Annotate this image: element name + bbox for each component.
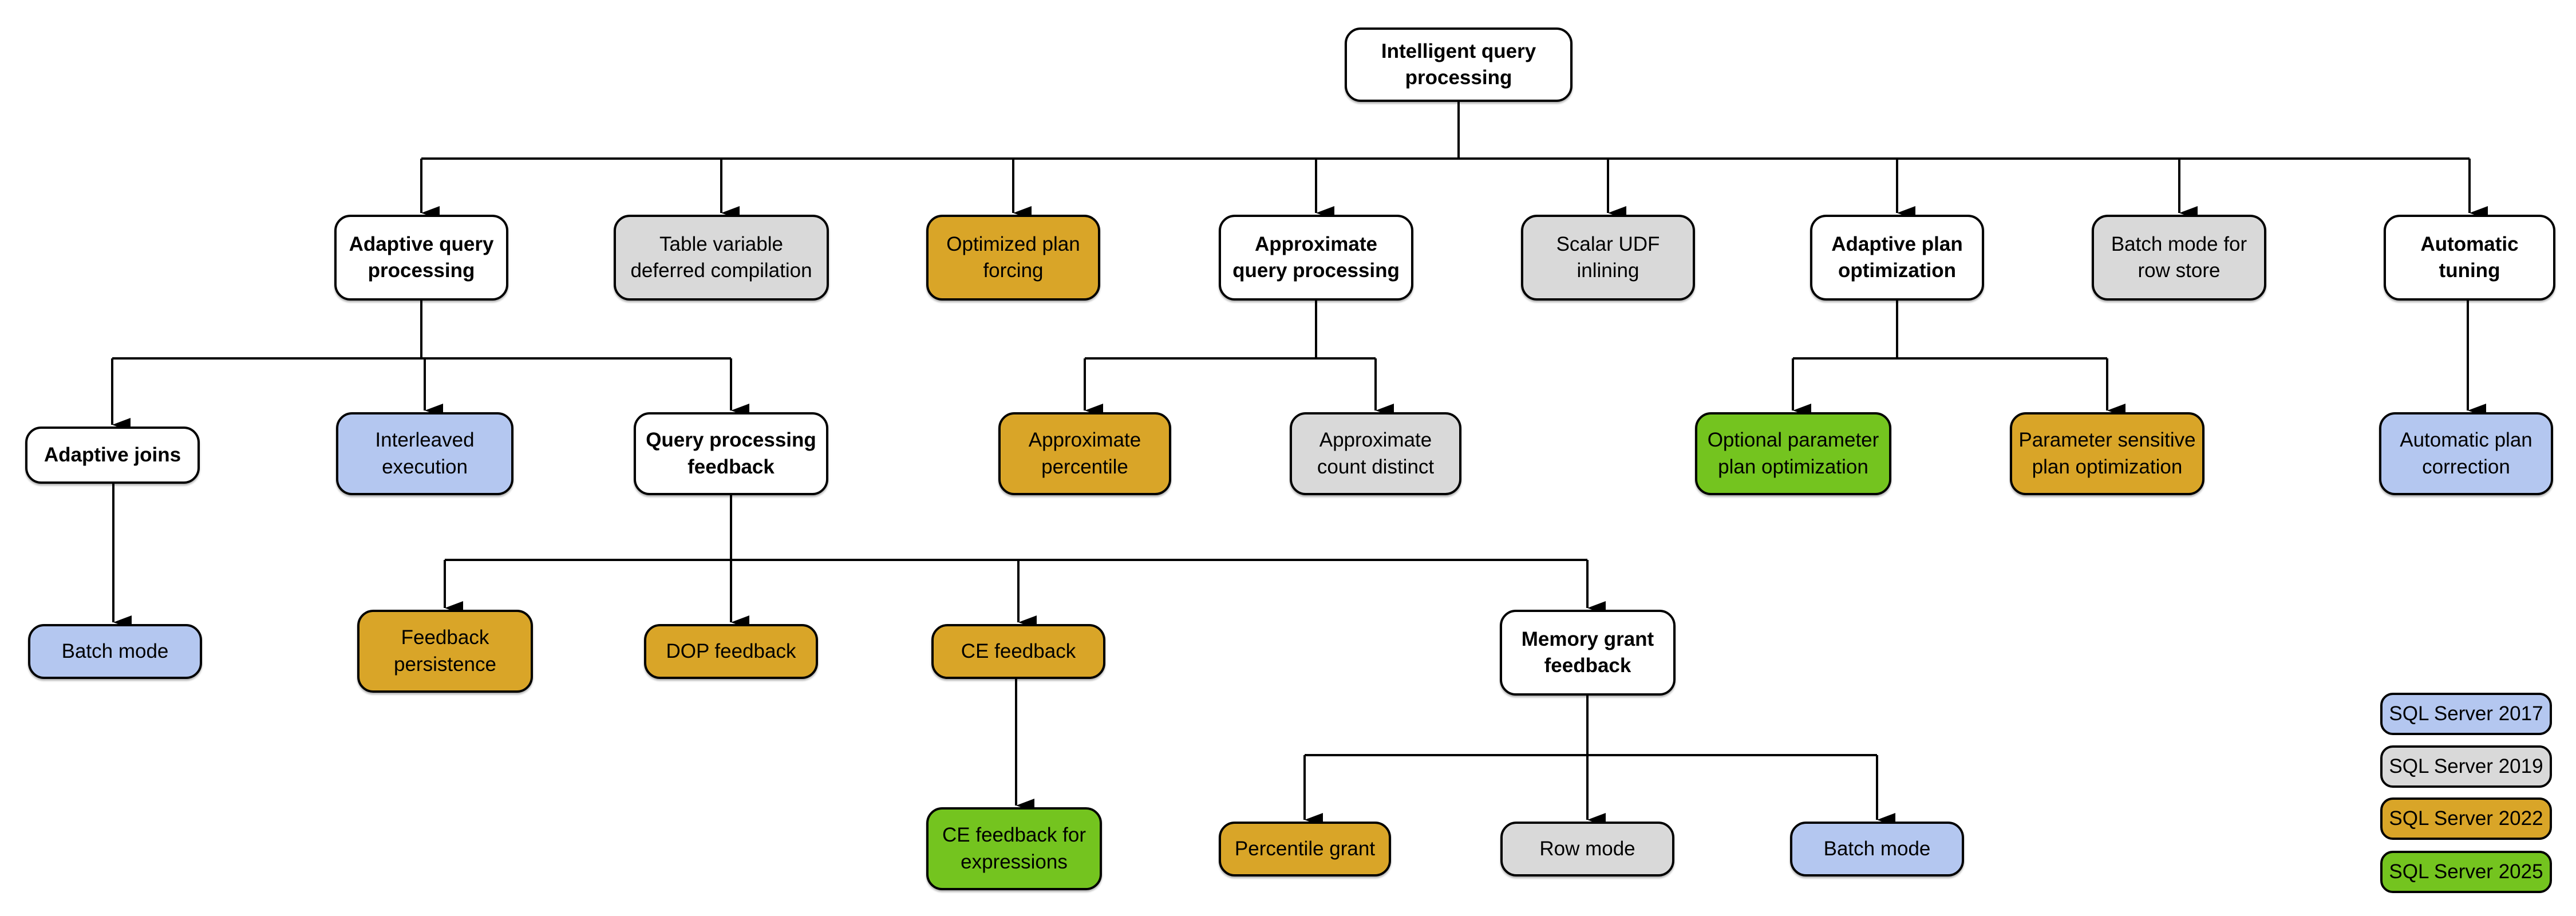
- node-table-variable-deferred-compilation: Table variable deferred compilation: [614, 215, 829, 301]
- node-adaptive-joins: Adaptive joins: [25, 427, 200, 484]
- node-dop-feedback: DOP feedback: [644, 624, 818, 679]
- legend-item-sql-server-2019: SQL Server 2019: [2380, 745, 2552, 788]
- node-ce-feedback-for-expressions: CE feedback for expressions: [926, 807, 1102, 890]
- node-row-mode: Row mode: [1500, 822, 1674, 876]
- node-ce-feedback: CE feedback: [931, 624, 1105, 679]
- node-batch-mode-for-row-store: Batch mode for row store: [2092, 215, 2266, 301]
- node-optional-parameter-plan-optimization: Optional parameter plan optimization: [1695, 412, 1891, 495]
- node-approximate-percentile: Approximate percentile: [998, 412, 1171, 495]
- node-adaptive-plan-optimization: Adaptive plan optimization: [1810, 215, 1984, 301]
- node-optimized-plan-forcing: Optimized plan forcing: [926, 215, 1100, 301]
- node-memory-grant-feedback: Memory grant feedback: [1500, 610, 1676, 696]
- node-approximate-query-processing: Approximate query processing: [1219, 215, 1413, 301]
- node-automatic-tuning: Automatic tuning: [2384, 215, 2555, 301]
- legend-item-sql-server-2025: SQL Server 2025: [2380, 851, 2552, 893]
- node-scalar-udf-inlining: Scalar UDF inlining: [1521, 215, 1695, 301]
- node-query-processing-feedback: Query processing feedback: [634, 412, 828, 495]
- node-intelligent-query-processing: Intelligent query processing: [1345, 27, 1573, 102]
- node-batch-mode-memory-grant: Batch mode: [1790, 822, 1964, 876]
- node-automatic-plan-correction: Automatic plan correction: [2379, 412, 2553, 495]
- node-parameter-sensitive-plan-optimization: Parameter sensitive plan optimization: [2010, 412, 2204, 495]
- node-adaptive-query-processing: Adaptive query processing: [334, 215, 508, 301]
- node-feedback-persistence: Feedback persistence: [357, 610, 533, 693]
- node-interleaved-execution: Interleaved execution: [336, 412, 513, 495]
- legend-item-sql-server-2017: SQL Server 2017: [2380, 693, 2552, 735]
- node-approximate-count-distinct: Approximate count distinct: [1290, 412, 1461, 495]
- legend-item-sql-server-2022: SQL Server 2022: [2380, 797, 2552, 840]
- node-percentile-grant: Percentile grant: [1219, 822, 1391, 876]
- node-batch-mode-adaptive-joins: Batch mode: [28, 624, 202, 679]
